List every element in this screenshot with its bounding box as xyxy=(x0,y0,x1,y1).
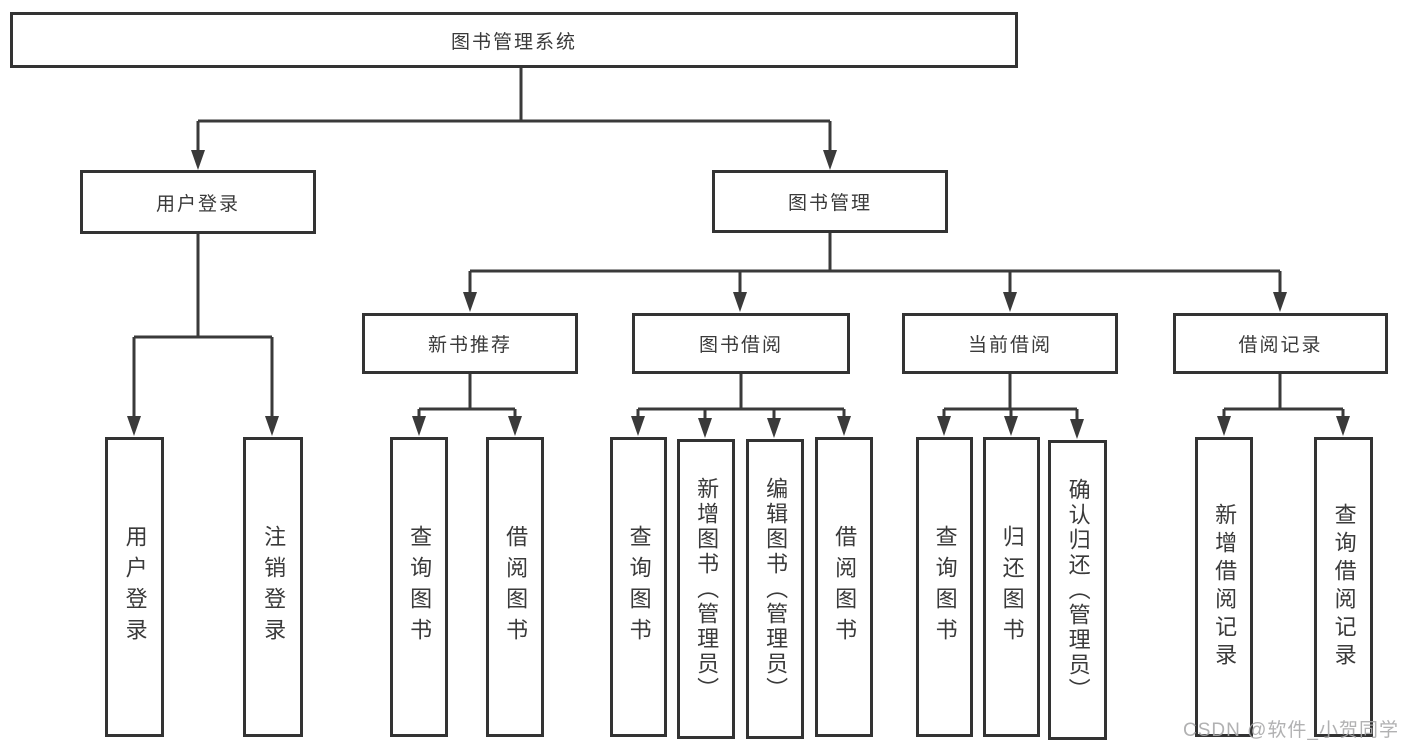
arrowheads xyxy=(127,150,1350,439)
leaf-user-login-label: 用户登录 xyxy=(122,525,148,649)
leaf-bb-edit-books-admin: 编辑图书（管理员） xyxy=(746,439,804,739)
leaf-cb-confirm-return-admin: 确认归还（管理员） xyxy=(1048,440,1107,740)
node-user-login-label: 用户登录 xyxy=(155,193,240,215)
leaf-cb-return-books-label: 归还图书 xyxy=(999,525,1025,649)
leaf-bb-add-books-admin: 新增图书（管理员） xyxy=(677,439,735,739)
node-book-borrow: 图书借阅 xyxy=(632,313,850,374)
leaf-cb-return-books: 归还图书 xyxy=(983,437,1040,737)
node-root: 图书管理系统 xyxy=(10,12,1018,68)
node-borrow-records: 借阅记录 xyxy=(1173,313,1388,374)
leaf-nbr-borrow-books: 借阅图书 xyxy=(486,437,544,737)
watermark-text: CSDN @软件_小贺同学 xyxy=(1183,720,1399,741)
leaf-bb-query-books-label: 查询图书 xyxy=(626,525,652,649)
leaf-bb-add-books-admin-label: 新增图书（管理员） xyxy=(694,476,720,702)
leaf-bb-borrow-books: 借阅图书 xyxy=(815,437,873,737)
leaf-br-query-record: 查询借阅记录 xyxy=(1314,437,1373,737)
node-borrow-records-label: 借阅记录 xyxy=(1238,335,1323,356)
leaf-br-add-record: 新增借阅记录 xyxy=(1195,437,1253,737)
leaf-bb-edit-books-admin-label: 编辑图书（管理员） xyxy=(763,476,789,702)
leaf-logout: 注销登录 xyxy=(243,437,303,737)
leaf-cb-query-books: 查询图书 xyxy=(916,437,973,737)
leaf-br-add-record-label: 新增借阅记录 xyxy=(1212,503,1238,671)
node-user-login: 用户登录 xyxy=(80,170,316,234)
leaf-cb-confirm-return-admin-label: 确认归还（管理员） xyxy=(1065,477,1091,703)
leaf-nbr-query-books: 查询图书 xyxy=(390,437,448,737)
leaf-nbr-borrow-books-label: 借阅图书 xyxy=(503,525,529,649)
node-new-book-recommend: 新书推荐 xyxy=(362,313,578,374)
node-book-borrow-label: 图书借阅 xyxy=(698,335,783,356)
node-book-management: 图书管理 xyxy=(712,170,948,233)
leaf-bb-borrow-books-label: 借阅图书 xyxy=(832,525,858,649)
tree-edges xyxy=(132,67,1345,427)
node-current-borrow-label: 当前借阅 xyxy=(967,335,1052,356)
leaf-br-query-record-label: 查询借阅记录 xyxy=(1331,503,1357,671)
node-root-label: 图书管理系统 xyxy=(450,31,577,53)
leaf-bb-query-books: 查询图书 xyxy=(610,437,667,737)
node-current-borrow: 当前借阅 xyxy=(902,313,1118,374)
leaf-logout-label: 注销登录 xyxy=(261,525,287,649)
node-new-book-recommend-label: 新书推荐 xyxy=(427,335,512,356)
node-book-management-label: 图书管理 xyxy=(787,193,872,214)
leaf-cb-query-books-label: 查询图书 xyxy=(932,525,958,649)
leaf-user-login: 用户登录 xyxy=(105,437,164,737)
leaf-nbr-query-books-label: 查询图书 xyxy=(407,525,433,649)
